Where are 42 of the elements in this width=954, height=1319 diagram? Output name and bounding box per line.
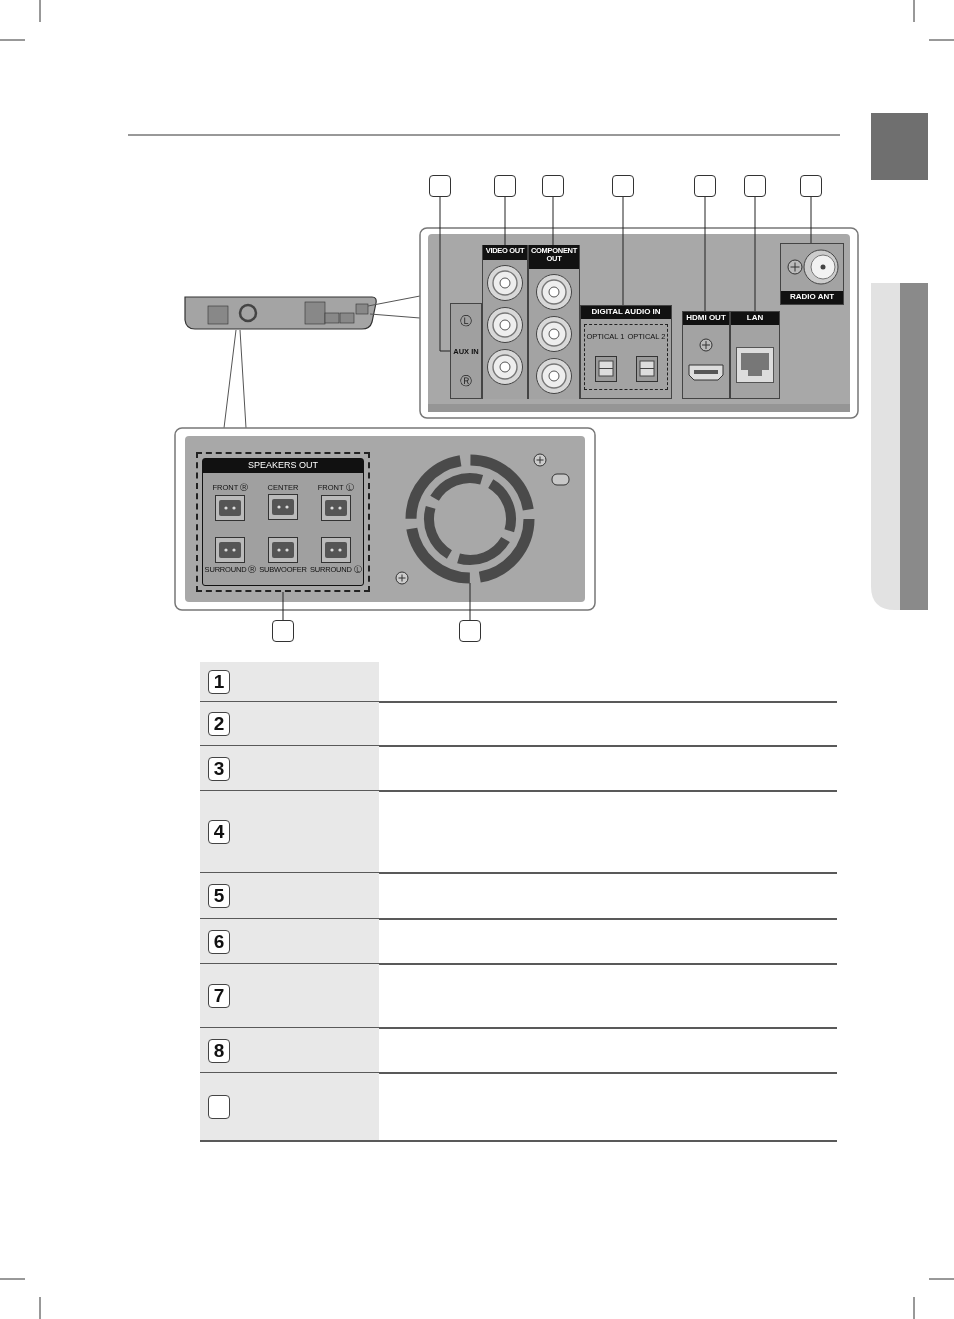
callout-box [612,175,634,197]
callout-number: 7 [208,984,230,1008]
port-label: Ⓡ [460,372,472,390]
port-group [482,245,528,399]
leader-line [504,196,506,246]
port-label: SPEAKERS OUT [203,459,363,473]
port-label: DIGITAL AUDIO IN [581,306,671,319]
leader-line [704,196,706,312]
port-label: Ⓛ [460,312,472,330]
leader-line [439,196,451,352]
callout-box [272,620,294,642]
port-group [580,305,672,399]
callout-number: 5 [208,884,230,908]
port-label: LAN [731,312,779,325]
port-label: HDMI OUT [683,312,729,325]
callout-number: 6 [208,929,230,954]
callout-number: 2 [208,712,230,736]
callout-box [542,175,564,197]
port-group [196,452,370,592]
callout-box [494,175,516,197]
port-group [528,245,580,399]
leader-line [622,196,624,306]
leader-line [552,196,554,246]
callout-number: 8 [208,1038,230,1063]
callout-box [744,175,766,197]
port-group [780,243,844,305]
fan-vent [405,454,535,584]
leader-line [754,196,756,312]
callout-number: 1 [208,670,230,694]
port-label: RADIO ANT [781,291,843,304]
leader-line [282,591,284,621]
leader-line [810,196,812,244]
callout-box [694,175,716,197]
port-group [682,311,730,399]
leader-line [469,582,471,621]
port-group [450,303,482,399]
callout-box [459,620,481,642]
callout-box [800,175,822,197]
port-group [730,311,780,399]
callout-box [429,175,451,197]
callout-number: 4 [208,820,230,844]
callout-number: 3 [208,756,230,781]
